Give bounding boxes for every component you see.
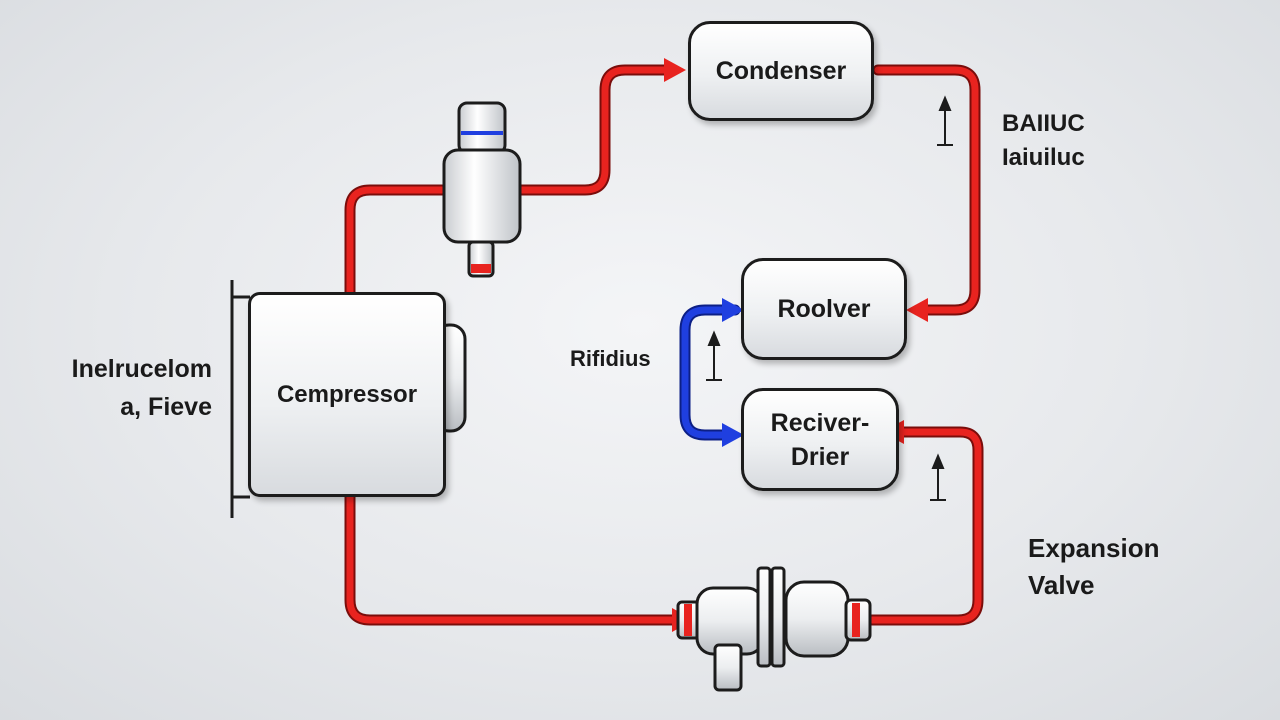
left-label-line1: Inelrucelom [71,355,212,383]
low-pressure-line [679,304,741,441]
expansion-valve-icon [676,566,872,692]
expansion-valve-label: Expansion Valve [1028,530,1159,604]
middle-label: Rifidius [570,343,651,375]
arrow-into-receiver [906,298,928,322]
expansion-valve-label-line1: Expansion [1028,533,1160,563]
top-right-label-line1: BAIIUC [1002,110,1085,137]
middle-label-text: Rifidius [570,346,651,371]
receiver-drier-label-line1: Reciver- [770,408,870,437]
receiver-drier-label-line2: Drier [790,442,850,471]
left-label: Inelrucelom a, Fieve [60,353,212,423]
arrow-blue-into-receiver-drier [722,423,744,447]
indicator-markers [706,95,953,501]
condenser-box: Condenser [688,21,874,121]
left-label-line2: a, Fieve [120,393,212,421]
top-right-label: BAIIUC Iaiuiluc [1002,108,1085,174]
top-right-label-line2: Iaiuiluc [1002,144,1085,171]
high-pressure-lines [344,64,984,626]
receiver-label: Roolver [777,295,871,323]
condenser-label: Condenser [715,57,847,85]
receiver-box: Roolver [741,258,907,360]
compressor-box: Cempressor [248,292,446,497]
receiver-drier-box: Reciver- Drier [741,388,899,491]
arrow-blue-into-receiver [722,298,744,322]
compressor-label: Cempressor [276,380,418,408]
arrow-to-condenser [664,58,686,82]
top-valve-icon [442,101,522,278]
expansion-valve-label-line2: Valve [1028,570,1095,600]
